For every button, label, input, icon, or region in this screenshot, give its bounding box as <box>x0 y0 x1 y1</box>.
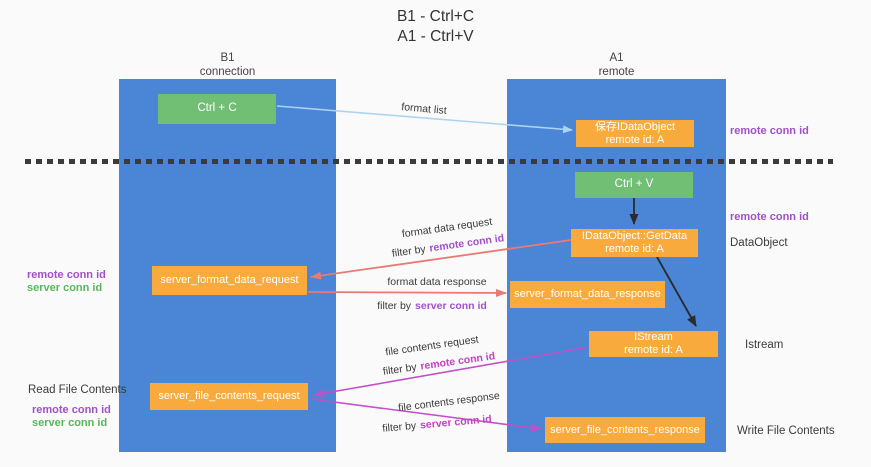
remote-conn-id-text: remote conn id <box>419 350 496 373</box>
annotation-remote-conn-id-left-upper: remote conn id <box>27 269 106 281</box>
lane-header-a1: A1 remote <box>507 51 726 80</box>
filter-by-text: filter by <box>391 243 427 260</box>
node-idataobject-getdata: IDataObject::GetData remote id: A <box>571 229 698 257</box>
node-getdata-line2: remote id: A <box>605 243 664 255</box>
node-getdata-line1: IDataObject::GetData <box>581 230 688 243</box>
annotation-server-conn-id-left-upper: server conn id <box>27 282 103 294</box>
dashed-divider <box>25 159 833 164</box>
lane-b1-title: B1 <box>220 52 235 64</box>
server-conn-id-text: server conn id <box>415 300 487 312</box>
annotation-read-file-contents: Read File Contents <box>28 384 127 396</box>
edge-label-file-contents-response: file contents response <box>397 389 501 415</box>
filter-by-text: filter by <box>382 361 418 378</box>
annotation-istream: Istream <box>745 339 784 351</box>
node-istream-line1: IStream <box>634 331 673 344</box>
title-line-1: B1 - Ctrl+C <box>396 8 475 25</box>
annotation-remote-conn-id-top-right: remote conn id <box>730 125 809 137</box>
node-istream-line2: remote id: A <box>624 344 683 356</box>
annotation-server-conn-id-left-lower: server conn id <box>32 417 108 429</box>
filter-by-text: filter by <box>377 300 412 312</box>
node-server-file-contents-response: server_file_contents_response <box>545 417 705 443</box>
node-save-idataobject: 保存IDataObject remote id: A <box>576 120 694 147</box>
diagram-title: B1 - Ctrl+C A1 - Ctrl+V <box>0 7 871 48</box>
node-ctrl-c: Ctrl + C <box>158 94 276 124</box>
node-ctrl-v: Ctrl + V <box>575 172 693 198</box>
annotation-write-file-contents: Write File Contents <box>737 425 835 437</box>
edge-label-format-list: format list <box>400 101 448 117</box>
node-istream: IStream remote id: A <box>589 331 718 357</box>
node-save-idataobject-line2: remote id: A <box>605 133 665 146</box>
lane-header-b1: B1 connection <box>119 51 336 80</box>
server-conn-id-text: server conn id <box>419 413 493 432</box>
annotation-dataobject: DataObject <box>730 237 788 249</box>
annotation-remote-conn-id-mid-right: remote conn id <box>730 211 809 223</box>
edge-label-format-data-response: format data response <box>387 276 487 288</box>
node-server-format-data-request: server_format_data_request <box>152 266 307 295</box>
arrow-format-data-response <box>307 288 507 297</box>
annotation-remote-conn-id-left-lower: remote conn id <box>32 404 111 416</box>
node-server-format-data-response: server_format_data_response <box>510 281 665 308</box>
title-line-2: A1 - Ctrl+V <box>397 28 474 46</box>
remote-conn-id-text: remote conn id <box>428 232 505 255</box>
node-server-file-contents-request: server_file_contents_request <box>150 383 308 410</box>
lane-b1-subtitle: connection <box>199 66 256 79</box>
filter-by-text: filter by <box>381 419 417 435</box>
node-save-idataobject-line1: 保存IDataObject <box>594 120 676 133</box>
lane-a1-subtitle: remote <box>598 66 635 79</box>
lane-a1-title: A1 <box>609 52 624 64</box>
